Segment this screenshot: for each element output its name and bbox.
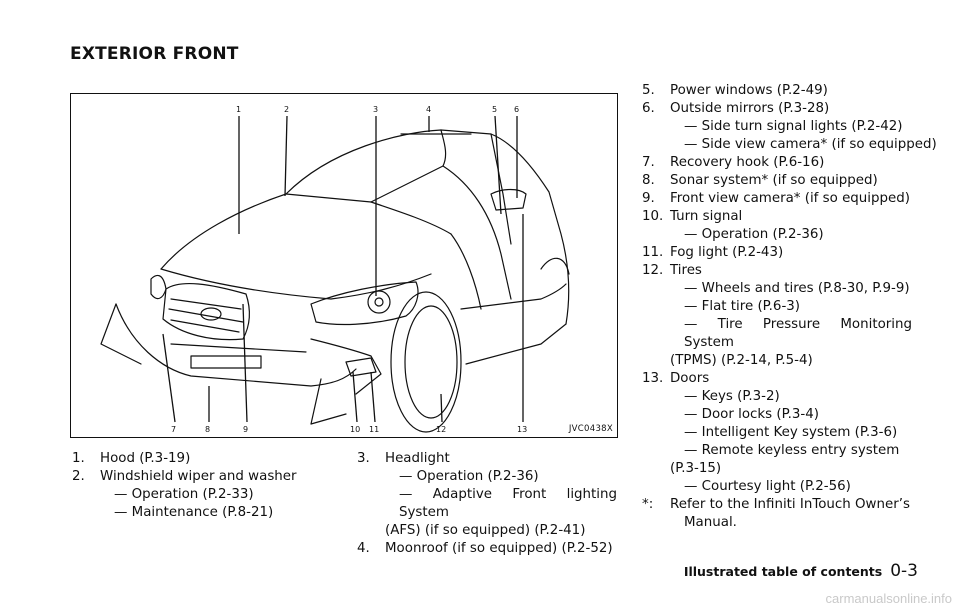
item-text: Power windows (P.2-49) xyxy=(670,83,828,98)
list-item: 7. Recovery hook (P.6-16) xyxy=(640,154,912,172)
item-text: Moonroof (if so equipped) (P.2-52) xyxy=(385,541,613,556)
callout-label: 3 xyxy=(373,105,379,114)
list-subitem-continuation: (AFS) (if so equipped) (P.2-41) xyxy=(385,523,586,538)
callout-label: 8 xyxy=(205,425,211,434)
list-subitem: — Adaptive Front lighting System xyxy=(399,487,617,520)
callout-label: 10 xyxy=(350,425,361,434)
callout-label: 1 xyxy=(236,105,242,114)
page-number: 0-3 xyxy=(890,561,918,581)
item-number: 10. xyxy=(642,209,664,224)
car-line-drawing xyxy=(100,115,570,433)
list-subitem: — Wheels and tires (P.8-30, P.9-9) xyxy=(684,281,910,296)
list-item: 4. Moonroof (if so equipped) (P.2-52) xyxy=(355,540,617,558)
list-item: 8. Sonar system* (if so equipped) xyxy=(640,172,912,190)
item-number: 12. xyxy=(642,263,664,278)
list-column-right: 5. Power windows (P.2-49) 6. Outside mir… xyxy=(640,82,937,532)
list-subitem: — Courtesy light (P.2-56) xyxy=(684,479,851,494)
item-number: 1. xyxy=(72,451,85,466)
item-number: 5. xyxy=(642,83,655,98)
list-item: 3. Headlight xyxy=(355,450,617,468)
list-subitem: — Side view camera* (if so equipped) xyxy=(684,137,937,152)
item-text: Headlight xyxy=(385,451,450,466)
list-subitem-continuation: (TPMS) (P.2-14, P.5-4) xyxy=(670,353,813,368)
callout-label: 7 xyxy=(171,425,177,434)
item-number: 7. xyxy=(642,155,655,170)
callout-label: 5 xyxy=(492,105,498,114)
item-number: 9. xyxy=(642,191,655,206)
item-text: Turn signal xyxy=(670,209,743,224)
callout-label: 2 xyxy=(284,105,290,114)
item-text: Windshield wiper and washer xyxy=(100,469,297,484)
footer-section-title: Illustrated table of contents xyxy=(683,564,883,579)
list-subitem: — Operation (P.2-36) xyxy=(399,469,539,484)
item-number: 13. xyxy=(642,371,664,386)
list-subitem: — Operation (P.2-33) xyxy=(114,487,254,502)
item-number: 2. xyxy=(72,469,85,484)
list-item: 12. Tires xyxy=(640,262,912,280)
item-text: Hood (P.3-19) xyxy=(100,451,191,466)
item-number: 6. xyxy=(642,101,655,116)
callout-label: 4 xyxy=(426,105,432,114)
list-item: 10. Turn signal xyxy=(640,208,912,226)
item-text: Front view camera* (if so equipped) xyxy=(670,191,910,206)
list-item: 2. Windshield wiper and washer xyxy=(70,468,340,486)
item-number: 3. xyxy=(357,451,370,466)
list-subitem: — Tire Pressure Monitoring System xyxy=(684,317,912,350)
footnote: *: Refer to the Infiniti InTouch Owner’s xyxy=(640,496,912,514)
list-subitem: — Keys (P.3-2) xyxy=(684,389,780,404)
list-subitem: — Door locks (P.3-4) xyxy=(684,407,819,422)
footnote-marker: *: xyxy=(642,497,654,512)
item-text: Fog light (P.2-43) xyxy=(670,245,784,260)
car-illustration-figure: 1 2 3 4 5 6 7 8 9 10 11 12 13 JVC0438X xyxy=(70,93,618,438)
item-text: Outside mirrors (P.3-28) xyxy=(670,101,830,116)
item-text: Doors xyxy=(670,371,710,386)
callout-label: 12 xyxy=(436,425,447,434)
page-title: EXTERIOR FRONT xyxy=(70,44,239,64)
callout-label: 9 xyxy=(243,425,249,434)
list-subitem-continuation: (P.3-15) xyxy=(670,461,722,476)
item-text: Sonar system* (if so equipped) xyxy=(670,173,878,188)
list-item: 1. Hood (P.3-19) xyxy=(70,450,340,468)
item-text: Recovery hook (P.6-16) xyxy=(670,155,825,170)
list-subitem: — Remote keyless entry system xyxy=(684,443,900,458)
list-subitem: — Maintenance (P.8-21) xyxy=(114,505,274,520)
list-column-left: 1. Hood (P.3-19) 2. Windshield wiper and… xyxy=(70,450,340,522)
item-number: 8. xyxy=(642,173,655,188)
callout-label: 11 xyxy=(369,425,380,434)
list-subitem: — Flat tire (P.6-3) xyxy=(684,299,801,314)
item-number: 4. xyxy=(357,541,370,556)
list-subitem: — Intelligent Key system (P.3-6) xyxy=(684,425,898,440)
watermark: carmanualsonline.info xyxy=(825,591,952,606)
list-subitem: — Side turn signal lights (P.2-42) xyxy=(684,119,903,134)
list-subitem: — Operation (P.2-36) xyxy=(684,227,824,242)
list-item: 9. Front view camera* (if so equipped) xyxy=(640,190,912,208)
list-item: 6. Outside mirrors (P.3-28) xyxy=(640,100,912,118)
item-number: 11. xyxy=(642,245,664,260)
page-footer: Illustrated table of contents 0-3 xyxy=(684,561,918,581)
item-text: Tires xyxy=(670,263,702,278)
callout-label: 6 xyxy=(514,105,520,114)
callout-leader-lines xyxy=(162,115,524,423)
list-column-middle: 3. Headlight — Operation (P.2-36) — Adap… xyxy=(355,450,617,558)
list-item: 13. Doors xyxy=(640,370,912,388)
footnote-continuation: Manual. xyxy=(684,515,737,530)
list-item: 11. Fog light (P.2-43) xyxy=(640,244,912,262)
footnote-text: Refer to the Infiniti InTouch Owner’s xyxy=(670,497,910,512)
figure-id: JVC0438X xyxy=(568,424,613,434)
callout-label: 13 xyxy=(517,425,528,434)
list-item: 5. Power windows (P.2-49) xyxy=(640,82,912,100)
